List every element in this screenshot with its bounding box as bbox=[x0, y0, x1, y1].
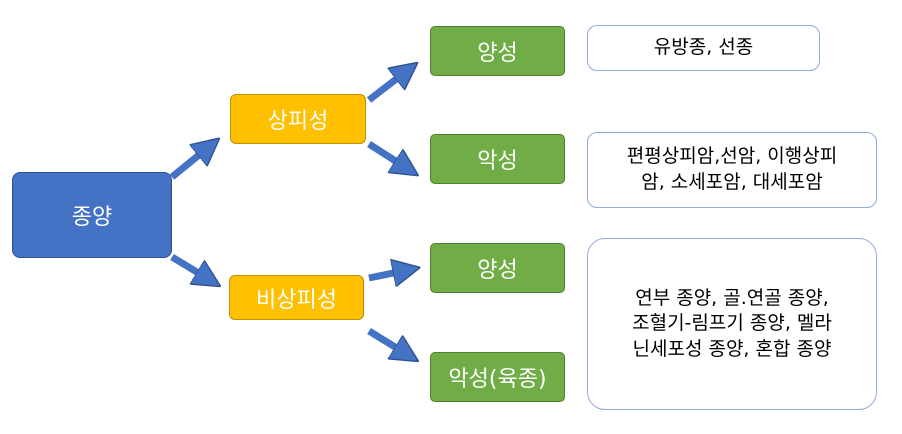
root-node-label: 종양 bbox=[71, 205, 113, 230]
note-epithelial-malignant-line-2: 암, 소세포암, 대세포암 bbox=[641, 171, 823, 193]
note-nonepithelial-benign-line-3: 닌세포성 종양, 혼합 종양 bbox=[632, 337, 832, 360]
node-epithelial: 상피성 bbox=[230, 94, 366, 144]
arrow-nonepithelial-to-malignant bbox=[367, 328, 408, 355]
node-epithelial-malignant: 악성 bbox=[430, 134, 565, 184]
node-epithelial-label: 상피성 bbox=[267, 109, 329, 134]
node-epithelial-benign: 양성 bbox=[430, 26, 565, 76]
arrow-epithelial-to-benign bbox=[366, 70, 408, 103]
node-epithelial-malignant-label: 악성 bbox=[477, 149, 518, 174]
node-nonepithelial-benign: 양성 bbox=[430, 243, 565, 293]
arrow-epithelial-to-malignant bbox=[367, 141, 408, 169]
node-nonepithelial-label: 비상피성 bbox=[256, 287, 337, 313]
note-epithelial-malignant-line-1: 편평상피암,선암, 이행상피 bbox=[626, 145, 838, 168]
note-epithelial-benign-examples: 유방종, 선종 bbox=[587, 25, 820, 71]
note-nonepithelial-benign-line-2: 조혈기-림프기 종양, 멜라 bbox=[632, 312, 832, 335]
note-epithelial-benign-text: 유방종, 선종 bbox=[653, 36, 754, 59]
arrow-root-to-nonepithelial bbox=[170, 254, 210, 280]
node-nonepithelial-benign-label: 양성 bbox=[477, 258, 518, 283]
note-nonepithelial-benign-line-1: 연부 종양, 골.연골 종양, bbox=[635, 286, 829, 309]
note-nonepithelial-benign-examples: 연부 종양, 골.연골 종양, 조혈기-림프기 종양, 멜라 닌세포성 종양, … bbox=[587, 238, 877, 410]
node-nonepithelial-malignant: 악성(육종) bbox=[430, 352, 565, 402]
note-epithelial-malignant-examples: 편평상피암,선암, 이행상피 암, 소세포암, 대세포암 bbox=[587, 132, 877, 208]
root-node-tumor: 종양 bbox=[12, 172, 172, 258]
node-nonepithelial-malignant-label: 악성(육종) bbox=[448, 367, 547, 392]
arrow-nonepithelial-to-benign bbox=[368, 270, 408, 278]
arrow-root-to-epithelial bbox=[169, 146, 210, 180]
node-nonepithelial: 비상피성 bbox=[229, 275, 364, 320]
node-epithelial-benign-label: 양성 bbox=[477, 41, 518, 66]
